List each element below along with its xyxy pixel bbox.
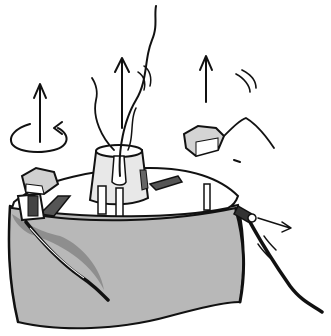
container-body-fill <box>9 205 244 328</box>
side-box-dark-face <box>28 196 38 216</box>
rotation-arrow-icon <box>11 122 67 152</box>
cable-right-line <box>250 222 322 312</box>
container-body <box>9 205 244 328</box>
vapor-wisp-left <box>92 78 114 150</box>
cable-right <box>234 206 322 312</box>
chimney-dark-panel <box>140 170 148 190</box>
debris-trail <box>224 118 274 148</box>
lid-latch <box>204 184 210 210</box>
cable-plug-ring <box>248 214 256 222</box>
chimney-post-left <box>98 186 106 214</box>
upward-arrow-icon-right <box>200 56 212 102</box>
upward-arrow-icon-left <box>34 84 46 142</box>
exhaust-arrow-icon <box>258 218 291 232</box>
motion-lines-icon-upper <box>236 70 256 92</box>
debris-chunk-left-shading <box>26 184 44 194</box>
debris-chunk-icon <box>184 118 274 162</box>
debris-dash <box>234 160 240 162</box>
chimney-post-right <box>116 188 123 216</box>
